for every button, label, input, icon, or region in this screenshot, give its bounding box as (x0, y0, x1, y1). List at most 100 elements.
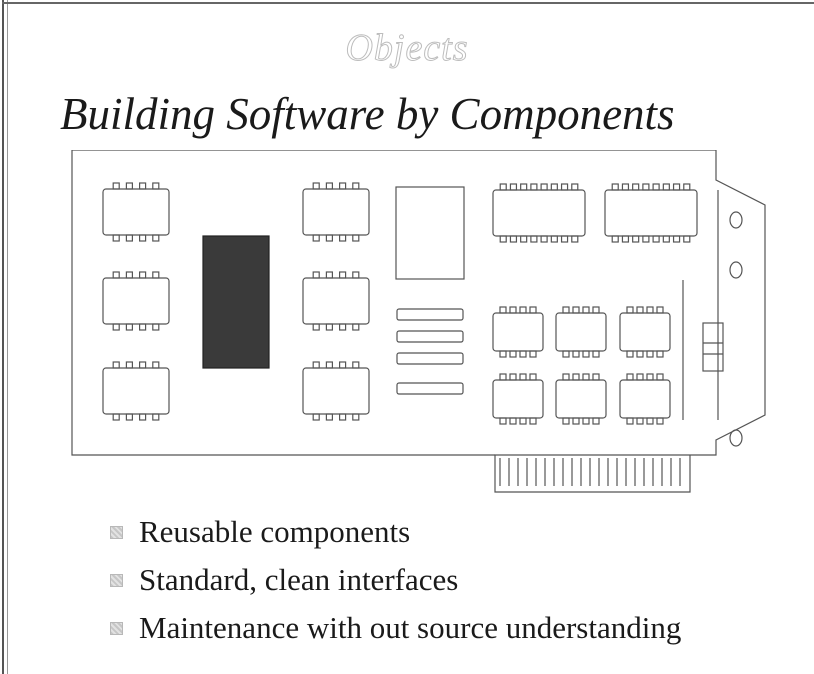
chip-pin (112, 361, 120, 369)
chip-pin (152, 271, 160, 279)
chip-pin (125, 182, 134, 190)
chip-pin (325, 271, 333, 279)
chip-pin (352, 271, 360, 279)
chip-pin (560, 235, 569, 243)
chip-pin (562, 350, 570, 358)
chip-pin (626, 373, 634, 381)
chip-pin (152, 361, 160, 369)
chip-pin (571, 183, 579, 191)
chip-pin (352, 323, 360, 331)
chip-pin (662, 183, 670, 191)
chip (302, 277, 370, 325)
chip-pin (662, 235, 670, 243)
memory-block (395, 186, 465, 280)
chip-pin (646, 373, 654, 381)
chip-pin (562, 373, 570, 381)
chip-pin (325, 413, 333, 421)
chip-pin (530, 183, 538, 191)
chip-pin (632, 235, 640, 243)
chip-pin (312, 413, 320, 421)
chip-pin (519, 373, 527, 381)
chip-pin (582, 417, 590, 425)
chip-pin (339, 361, 347, 369)
chip (604, 189, 698, 237)
chip (555, 379, 607, 419)
square-bullet-icon (110, 525, 123, 539)
chip-pin (352, 361, 360, 369)
chip-pin (112, 323, 120, 331)
chip-pin (656, 306, 664, 314)
chip-pin (499, 373, 507, 381)
chip-pin (152, 234, 160, 242)
chip-pin (529, 373, 537, 381)
chip-pin (509, 417, 517, 425)
chip-pin (509, 373, 517, 381)
chip-pin (499, 417, 507, 425)
chip (102, 277, 170, 325)
chip-pin (582, 373, 590, 381)
page-border-left (2, 0, 8, 674)
chip-pin (646, 306, 654, 314)
square-bullet-icon (110, 573, 123, 587)
chip (302, 188, 370, 236)
chip (102, 188, 170, 236)
chip-pin (499, 306, 507, 314)
chip-pin (125, 323, 134, 331)
circuit-board-icon (71, 150, 766, 493)
chip (619, 379, 671, 419)
chip-pin (152, 323, 160, 331)
chip-pin (646, 350, 654, 358)
page-border-top (2, 2, 814, 6)
chip-pin (125, 361, 134, 369)
chip-pin (562, 306, 570, 314)
chip-pin (499, 183, 507, 191)
chip-pin (152, 413, 160, 421)
chip-pin (325, 234, 333, 242)
chip-pin (152, 182, 160, 190)
switch (702, 322, 724, 372)
chip-pin (582, 306, 590, 314)
chip-pin (112, 271, 120, 279)
chip-pin (636, 306, 644, 314)
chip-pin (572, 417, 580, 425)
processor-chip (202, 235, 270, 369)
chip-pin (312, 323, 320, 331)
chip-pin (611, 183, 619, 191)
chip-pin (642, 235, 650, 243)
chip-pin (139, 271, 147, 279)
chip-pin (656, 350, 664, 358)
chip-pin (325, 182, 333, 190)
chip-pin (112, 234, 120, 242)
chip-pin (530, 235, 538, 243)
chip-pin (325, 361, 333, 369)
chip-pin (592, 350, 600, 358)
chip-pin (509, 235, 518, 243)
chip-pin (509, 306, 517, 314)
mount-hole (729, 261, 743, 279)
list-item: Maintenance with out source understandin… (110, 604, 681, 652)
bullet-text: Standard, clean interfaces (139, 562, 459, 597)
chip-pin (312, 234, 320, 242)
chip (555, 312, 607, 352)
chip-pin (572, 350, 580, 358)
chip-pin (352, 413, 360, 421)
chip-pin (509, 350, 517, 358)
bullet-list: Reusable components Standard, clean inte… (110, 508, 681, 652)
chip-pin (499, 350, 507, 358)
chip-pin (672, 183, 681, 191)
board-edge (71, 150, 495, 456)
chip-pin (636, 417, 644, 425)
chip-pin (592, 417, 600, 425)
chip-pin (642, 183, 650, 191)
chip-pin (621, 235, 630, 243)
chip-pin (592, 306, 600, 314)
chip-pin (139, 361, 147, 369)
board-outline (72, 150, 766, 493)
chip-pin (520, 183, 528, 191)
chip-pin (312, 182, 320, 190)
chip-pin (112, 413, 120, 421)
chip-pin (352, 234, 360, 242)
chip-pin (540, 235, 548, 243)
bullet-text: Reusable components (139, 514, 411, 549)
chip-pin (652, 235, 660, 243)
